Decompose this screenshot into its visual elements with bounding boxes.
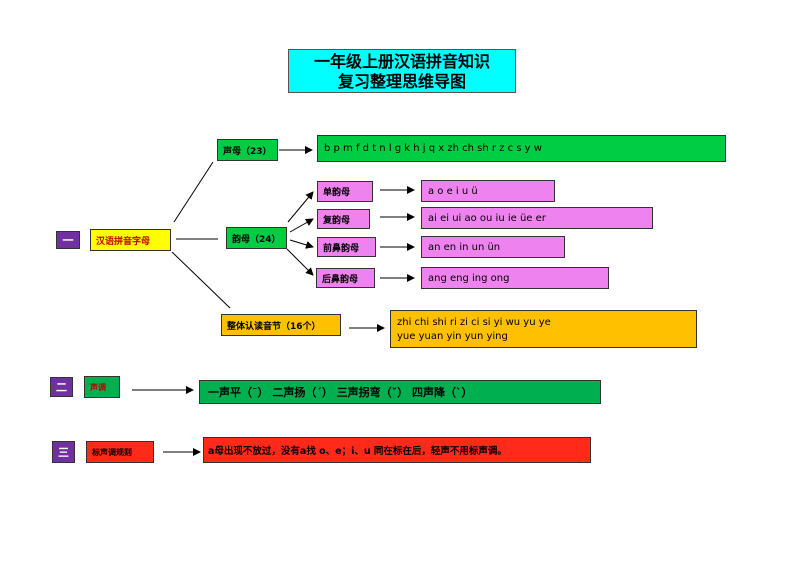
section3-label: 标声调规则	[86, 441, 154, 463]
arrow-danyunmu	[287, 191, 314, 223]
fuyunmu-label: 复韵母	[317, 209, 370, 229]
arrow-qianbi	[289, 239, 314, 249]
fuyunmu-content: ai ei ui ao ou iu ie üe er	[421, 207, 653, 229]
shengmu-content: b p m f d t n l g k h j q x zh ch sh r z…	[317, 135, 726, 162]
houbiyunmu-content: ang eng ing ong	[421, 267, 609, 289]
arrow-fuyunmu	[289, 218, 314, 233]
shengmu-label: 声母（23）	[217, 139, 278, 161]
section2-number: 二	[50, 377, 73, 397]
title-line1: 一年级上册汉语拼音知识	[313, 52, 490, 71]
page-title: 一年级上册汉语拼音知识 复习整理思维导图	[288, 49, 516, 93]
section1-label: 汉语拼音字母	[90, 229, 171, 251]
qianbiyunmu-content: an en in un ün	[421, 236, 565, 258]
section2-label: 声调	[84, 376, 120, 398]
zhengti-label: 整体认读音节（16个）	[221, 314, 341, 336]
danyunmu-label: 单韵母	[317, 181, 373, 202]
zhengti-line2: yue yuan yin yun ying	[397, 331, 508, 342]
section3-number: 三	[52, 441, 75, 463]
qianbiyunmu-label: 前鼻韵母	[317, 237, 376, 257]
arrow-houbi	[286, 248, 314, 276]
yunmu-label: 韵母（24）	[226, 227, 287, 249]
section1-number: 一	[56, 231, 80, 249]
line-to-zhengti	[171, 251, 231, 309]
title-line2: 复习整理思维导图	[337, 72, 466, 91]
section3-content: a母出现不放过，没有a找 o、e；i、u 同在标在后，轻声不用标声调。	[203, 437, 591, 463]
zhengti-content: zhi chi shi ri zi ci si yi wu yu ye yue …	[390, 310, 697, 348]
zhengti-line1: zhi chi shi ri zi ci si yi wu yu ye	[397, 317, 551, 328]
danyunmu-content: a o e i u ü	[421, 180, 555, 202]
section2-content: 一声平（ˉ） 二声扬（ˊ） 三声拐弯（ˇ） 四声降（ˋ）	[199, 380, 601, 404]
line-to-shengmu	[173, 161, 214, 223]
houbiyunmu-label: 后鼻韵母	[316, 268, 375, 288]
